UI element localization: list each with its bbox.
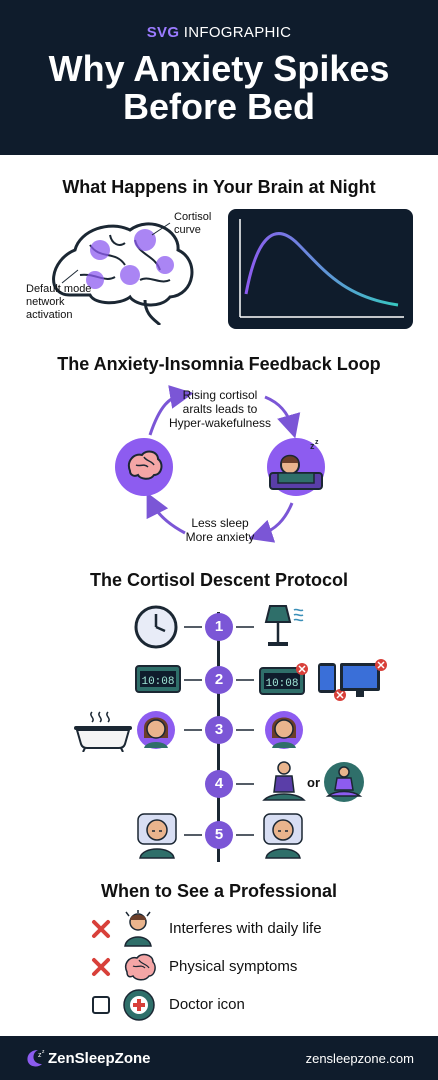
alarm-clock-time: 10:08 [141, 676, 174, 688]
default-mode-network-label: Default mode network activation [26, 283, 92, 321]
red-x-icon [92, 920, 110, 938]
loop-top-line-2: aralts leads to [182, 402, 258, 416]
or-label: or [307, 775, 320, 790]
sleeping-man-icon-2 [263, 813, 303, 859]
stressed-person-icon [124, 910, 152, 947]
sleepless-person-circle-icon: z z [267, 438, 325, 496]
svg-text:z: z [38, 1052, 42, 1059]
svg-text:z: z [42, 1049, 45, 1055]
cortisol-curve-line [244, 232, 399, 307]
professional-item-3-label: Doctor icon [169, 996, 245, 1013]
alarm-clock-off-icon: 10:08 [259, 663, 308, 695]
step-5-badge: 5 [205, 821, 233, 849]
doctor-icon [123, 989, 155, 1021]
step-connectors [184, 626, 254, 836]
kicker-highlight: SVG [146, 24, 180, 41]
meditation-circle-icon [324, 762, 364, 802]
brain-illustration-icon [52, 222, 194, 325]
clock-icon [134, 605, 178, 649]
calm-woman-icon-2 [265, 711, 303, 749]
step-1-badge: 1 [205, 613, 233, 641]
page-title-line-1: Why Anxiety Spikes [48, 48, 390, 89]
loop-bottom-line-2: More anxiety [185, 530, 255, 544]
bathtub-icon [74, 711, 132, 752]
loop-top-line-3: Hyper-wakefulness [168, 416, 272, 430]
red-x-icon-2 [92, 958, 110, 976]
footer-brand: ZenSleepZone [48, 1050, 151, 1067]
sleeping-man-icon [137, 813, 177, 859]
brain-section-title: What Happens in Your Brain at Night [62, 177, 376, 197]
svg-text:z: z [315, 439, 319, 446]
professional-item-2-label: Physical symptoms [169, 958, 298, 975]
brain-circle-icon [115, 438, 173, 496]
svg-text:z: z [310, 441, 315, 451]
footer: z z ZenSleepZone zensleepzone.com [0, 1036, 438, 1080]
page-title: Why Anxiety Spikes Before Bed [0, 50, 438, 126]
step-3-badge: 3 [205, 716, 233, 744]
loop-section-title: The Anxiety-Insomnia Feedback Loop [57, 354, 381, 374]
step-2-badge: 2 [205, 666, 233, 694]
dim-lamp-icon [264, 605, 304, 646]
cortisol-curve-chart [228, 209, 413, 329]
kicker-rest: INFOGRAPHIC [179, 24, 292, 41]
loop-bottom-text: Less sleep More anxiety [170, 516, 270, 544]
feedback-loop-arrows [146, 385, 301, 543]
cortisol-curve-graphic [239, 219, 404, 318]
header-banner: SVG INFOGRAPHIC Why Anxiety Spikes Befor… [0, 0, 438, 155]
header-kicker: SVG INFOGRAPHIC [0, 24, 438, 41]
page-title-line-2: Before Bed [122, 86, 316, 127]
meditation-icon [262, 761, 306, 801]
loop-top-text: Rising cortisol aralts leads to Hyper-wa… [160, 388, 280, 430]
loop-top-line-1: Rising cortisol [182, 388, 258, 402]
calm-woman-icon [137, 711, 175, 749]
alarm-clock-off-time: 10:08 [265, 678, 298, 690]
protocol-section-title: The Cortisol Descent Protocol [89, 570, 349, 590]
checkbox[interactable] [92, 996, 110, 1014]
footer-url[interactable]: zensleepzone.com [305, 1051, 414, 1066]
step-4-badge: 4 [205, 770, 233, 798]
professional-item-1-label: Interferes with daily life [169, 920, 322, 937]
brain-icon [125, 953, 156, 981]
professional-section-title: When to See a Professional [100, 881, 338, 901]
cortisol-curve-label: Cortisol curve [174, 211, 212, 236]
loop-bottom-line-1: Less sleep [191, 516, 249, 530]
devices-off-icon [318, 659, 387, 701]
moon-logo-icon: z z [27, 1049, 45, 1067]
alarm-clock-icon: 10:08 [135, 665, 181, 693]
